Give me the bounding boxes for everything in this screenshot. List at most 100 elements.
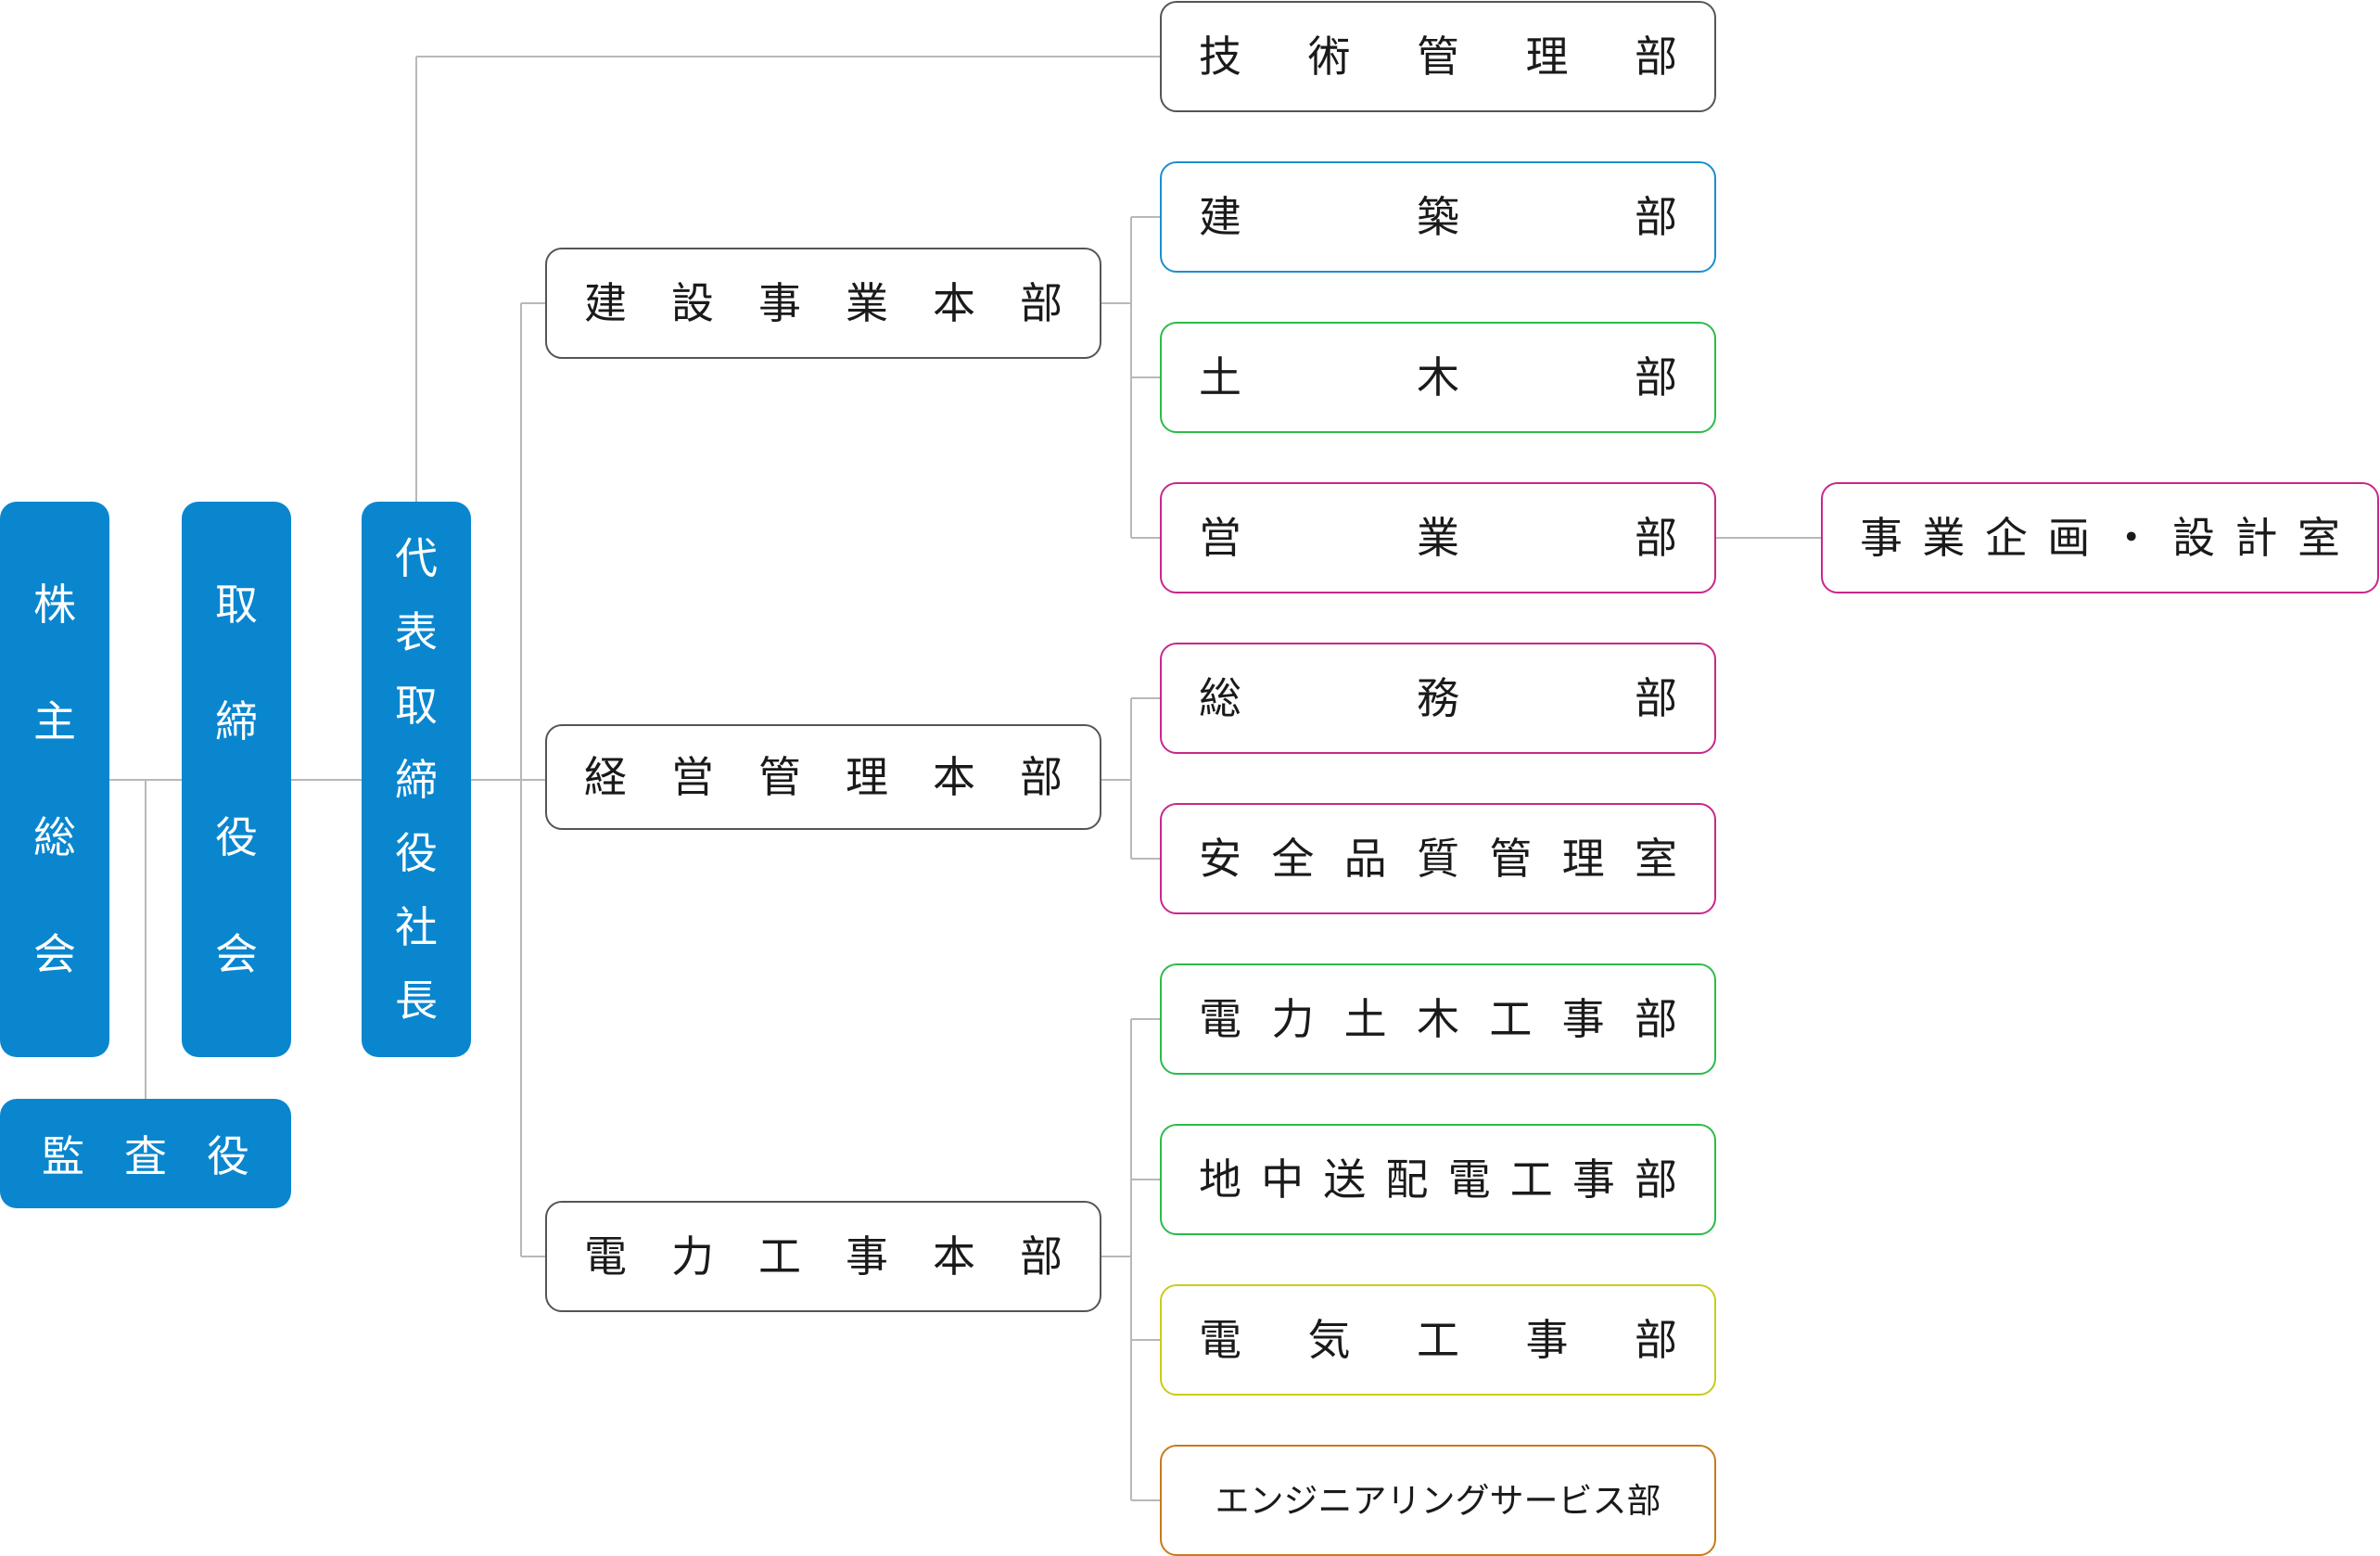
dept-civil: 土木部 (1160, 322, 1716, 433)
tech-management-dept: 技術管理部 (1160, 1, 1716, 112)
auditor-box-char-0: 監 (42, 1131, 84, 1181)
business-planning-office-char-4: ・ (2109, 513, 2153, 563)
board-of-directors-box-char-0: 取 (215, 579, 258, 630)
division-management-char-0: 経 (584, 752, 627, 802)
dept-underground-transmission-char-3: 配 (1385, 1154, 1429, 1205)
dept-underground-transmission-char-4: 電 (1447, 1154, 1491, 1205)
dept-sales-char-0: 営 (1199, 513, 1241, 563)
dept-safety-quality-char-3: 質 (1416, 834, 1459, 884)
division-construction: 建設事業本部 (545, 248, 1101, 359)
shareholders-meeting-box-char-1: 主 (33, 695, 76, 746)
shareholders-meeting-box-char-3: 会 (33, 929, 76, 980)
dept-safety-quality: 安全品質管理室 (1160, 803, 1716, 914)
business-planning-office-char-2: 企 (1984, 513, 2028, 563)
dept-electrical-works-char-0: 電 (1199, 1315, 1241, 1365)
shareholders-meeting-box-char-2: 総 (33, 812, 76, 863)
tech-management-dept-char-4: 部 (1635, 32, 1677, 82)
business-planning-office: 事業企画・設計室 (1821, 482, 2379, 593)
dept-architecture-char-2: 部 (1635, 192, 1677, 242)
president-box-char-4: 役 (395, 828, 438, 878)
division-management-char-5: 部 (1020, 752, 1063, 802)
dept-underground-transmission-char-2: 送 (1323, 1154, 1367, 1205)
auditor-box-char-1: 査 (124, 1131, 167, 1181)
dept-architecture-char-0: 建 (1199, 192, 1241, 242)
auditor-box-char-2: 役 (207, 1131, 249, 1181)
president-box-char-6: 長 (395, 976, 438, 1026)
dept-power-civil-works-char-6: 部 (1634, 994, 1677, 1044)
tech-management-dept-char-0: 技 (1199, 32, 1241, 82)
division-construction-char-0: 建 (584, 278, 627, 328)
dept-underground-transmission-char-6: 事 (1572, 1154, 1615, 1205)
tech-management-dept-char-3: 理 (1525, 32, 1569, 82)
tech-management-dept-char-1: 術 (1307, 32, 1351, 82)
dept-electrical-works-char-3: 事 (1525, 1315, 1569, 1365)
division-management: 経営管理本部 (545, 724, 1101, 830)
division-power: 電力工事本部 (545, 1201, 1101, 1312)
president-box-char-1: 表 (395, 606, 438, 657)
dept-power-civil-works-char-1: 力 (1271, 994, 1315, 1044)
dept-power-civil-works-char-2: 土 (1343, 994, 1387, 1044)
tech-management-dept-char-2: 管 (1417, 32, 1459, 82)
board-of-directors-box-char-3: 会 (215, 929, 258, 980)
business-planning-office-char-0: 事 (1860, 513, 1903, 563)
dept-safety-quality-char-6: 室 (1634, 834, 1677, 884)
dept-safety-quality-char-2: 品 (1343, 834, 1387, 884)
president-box-char-5: 社 (395, 901, 438, 952)
dept-power-civil-works-char-4: 工 (1489, 994, 1533, 1044)
shareholders-meeting-box-char-0: 株 (33, 579, 76, 630)
dept-architecture: 建築部 (1160, 161, 1716, 273)
dept-safety-quality-char-5: 理 (1561, 834, 1605, 884)
dept-power-civil-works: 電力土木工事部 (1160, 963, 1716, 1075)
dept-underground-transmission-char-0: 地 (1199, 1154, 1241, 1205)
auditor-box: 監査役 (0, 1099, 291, 1208)
division-construction-char-4: 本 (933, 278, 975, 328)
dept-electrical-works: 電気工事部 (1160, 1284, 1716, 1396)
dept-civil-char-0: 土 (1199, 352, 1241, 402)
business-planning-office-char-1: 業 (1922, 513, 1966, 563)
division-management-char-2: 管 (758, 752, 801, 802)
business-planning-office-char-6: 計 (2234, 513, 2278, 563)
business-planning-office-char-3: 画 (2047, 513, 2091, 563)
division-power-char-0: 電 (584, 1231, 627, 1282)
board-of-directors-box: 取締役会 (182, 502, 291, 1057)
division-construction-char-3: 業 (846, 278, 888, 328)
shareholders-meeting-box: 株主総会 (0, 502, 109, 1057)
dept-safety-quality-char-1: 全 (1271, 834, 1315, 884)
dept-safety-quality-char-0: 安 (1199, 834, 1241, 884)
division-construction-char-1: 設 (671, 278, 714, 328)
division-power-char-4: 本 (933, 1231, 975, 1282)
division-construction-char-5: 部 (1020, 278, 1063, 328)
division-power-char-1: 力 (671, 1231, 714, 1282)
division-management-char-1: 営 (671, 752, 714, 802)
business-planning-office-char-7: 室 (2297, 513, 2340, 563)
dept-civil-char-1: 木 (1417, 352, 1459, 402)
business-planning-office-char-5: 設 (2172, 513, 2216, 563)
dept-underground-transmission: 地中送配電工事部 (1160, 1124, 1716, 1235)
division-construction-char-2: 事 (758, 278, 801, 328)
dept-engineering-service-label: エンジニアリングサービス部 (1215, 1480, 1661, 1521)
dept-safety-quality-char-4: 管 (1489, 834, 1533, 884)
president-box-char-0: 代 (395, 533, 438, 583)
division-management-char-3: 理 (846, 752, 888, 802)
dept-power-civil-works-char-5: 事 (1561, 994, 1605, 1044)
president-box-char-2: 取 (395, 681, 438, 731)
dept-general-affairs: 総務部 (1160, 643, 1716, 754)
president-box: 代表取締役社長 (362, 502, 471, 1057)
dept-sales-char-1: 業 (1417, 513, 1459, 563)
dept-sales-char-2: 部 (1635, 513, 1677, 563)
division-power-char-3: 事 (846, 1231, 888, 1282)
dept-underground-transmission-char-7: 部 (1634, 1154, 1677, 1205)
dept-power-civil-works-char-3: 木 (1416, 994, 1459, 1044)
dept-power-civil-works-char-0: 電 (1199, 994, 1241, 1044)
division-management-char-4: 本 (933, 752, 975, 802)
dept-underground-transmission-char-1: 中 (1261, 1154, 1305, 1205)
dept-general-affairs-char-0: 総 (1199, 673, 1241, 723)
division-power-char-5: 部 (1020, 1231, 1063, 1282)
dept-electrical-works-char-4: 部 (1635, 1315, 1677, 1365)
division-power-char-2: 工 (758, 1231, 801, 1282)
dept-electrical-works-char-2: 工 (1417, 1315, 1459, 1365)
dept-electrical-works-char-1: 気 (1307, 1315, 1351, 1365)
dept-civil-char-2: 部 (1635, 352, 1677, 402)
dept-engineering-service: エンジニアリングサービス部 (1160, 1445, 1716, 1556)
